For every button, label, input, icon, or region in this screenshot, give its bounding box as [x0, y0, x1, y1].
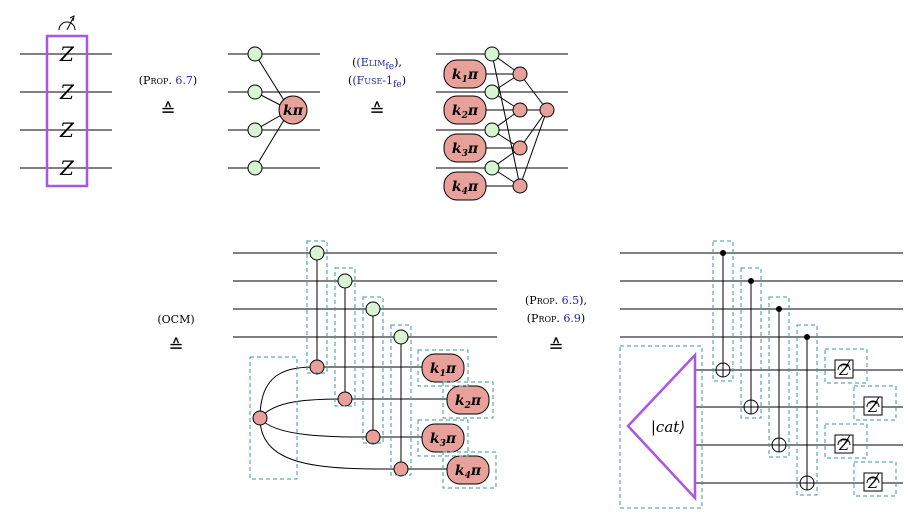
cnot-target: [799, 475, 815, 491]
dashed-box: [390, 324, 412, 476]
phase-box: [443, 95, 487, 125]
dashed-box: [853, 385, 897, 421]
wires: [20, 53, 112, 169]
green-spider: [484, 160, 500, 176]
phase-label: k2π: [455, 393, 482, 411]
svg-text:Z: Z: [838, 363, 849, 379]
dashed-box: [712, 240, 734, 382]
cat-state-label: |cat⟩: [651, 418, 685, 436]
equivalence-4: (Prop. 6.5), (Prop. 6.9) ≙: [525, 294, 587, 357]
panel-split-phases: k1π k2π k3π k4π: [436, 46, 568, 201]
control-dot: [720, 250, 726, 256]
phase-label: k3π: [452, 141, 479, 159]
cnot-target: [715, 362, 731, 378]
reference-label: (OCM): [157, 313, 194, 326]
cnot-target: [771, 437, 787, 453]
red-cat-spider: [252, 410, 268, 426]
control-dot: [776, 306, 782, 312]
z-measurement: Z: [834, 359, 854, 379]
green-spider: [309, 245, 325, 261]
green-spider: [247, 122, 263, 138]
cat-state-triangle: [626, 351, 697, 502]
hat-equals-symbol: ≙: [168, 336, 183, 357]
red-spider: [512, 178, 528, 194]
dashed-box: [824, 423, 868, 459]
svg-text:Z: Z: [867, 476, 878, 492]
reference-label: ((Fuse-1fe): [348, 74, 406, 90]
panel-z-measurements: Z Z Z Z: [20, 15, 112, 188]
phase-label: k4π: [452, 179, 479, 197]
reference-label: (Prop. 6.5),: [525, 294, 587, 307]
z-label: Z: [59, 156, 75, 180]
control-dot: [804, 334, 810, 340]
phase-label: k1π: [452, 67, 479, 85]
dashed-box: [334, 267, 356, 407]
red-spider: [337, 391, 353, 407]
z-measurement: Z: [863, 396, 883, 416]
cnot-target: [743, 399, 759, 415]
phase-box: [443, 171, 487, 201]
red-spider: [393, 461, 409, 477]
equivalence-2: ((Elimfe), ((Fuse-1fe) ≙: [348, 56, 406, 121]
dashed-box: [824, 348, 868, 384]
panel-circuit: |cat⟩ Z Z Z Z: [619, 240, 903, 509]
dashed-box: [306, 240, 328, 374]
green-spider: [247, 160, 263, 176]
green-spider: [393, 329, 409, 345]
phase-label: kπ: [283, 103, 304, 119]
red-spider: [309, 359, 325, 375]
red-spider: [512, 102, 528, 118]
dashed-box: [417, 419, 469, 457]
dashed-box: [442, 451, 497, 489]
red-spider: [512, 140, 528, 156]
phase-label: k2π: [452, 103, 479, 121]
phase-label: k1π: [430, 361, 457, 379]
red-spider: [539, 102, 555, 118]
dashed-box: [362, 296, 384, 444]
green-spider: [484, 84, 500, 100]
control-dot: [748, 278, 754, 284]
z-label: Z: [59, 118, 75, 142]
phase-box: [443, 133, 487, 163]
hat-equals-symbol: ≙: [369, 100, 384, 121]
red-spider: [512, 66, 528, 82]
panel-ocm: k1π k2π k3π k4π: [233, 240, 497, 489]
equivalence-1: (Prop. 6.7) ≙: [139, 74, 197, 121]
meter-icon: [58, 15, 76, 31]
svg-text:Z: Z: [838, 438, 849, 454]
measurement-box: [45, 34, 89, 188]
hat-equals-symbol: ≙: [160, 100, 175, 121]
z-label: Z: [59, 80, 75, 104]
equivalence-3: (OCM) ≙: [157, 313, 194, 357]
dashed-box: [768, 296, 790, 458]
reference-label: (Prop. 6.7): [139, 74, 197, 87]
reference-label: (Prop. 6.9): [527, 312, 585, 325]
reference-label: ((Elimfe),: [352, 56, 402, 72]
green-spider: [484, 122, 500, 138]
phase-label: k3π: [430, 431, 457, 449]
phase-label: k4π: [455, 463, 482, 481]
dashed-box: [417, 349, 469, 387]
phase-box: [443, 59, 487, 89]
dashed-box: [853, 461, 897, 497]
z-measurement: Z: [863, 472, 883, 492]
dashed-box: [249, 356, 298, 480]
dashed-box: [796, 324, 818, 496]
dashed-box: [740, 267, 762, 419]
panel-single-phase: kπ: [228, 46, 320, 176]
svg-text:Z: Z: [867, 400, 878, 416]
green-spider: [484, 46, 500, 62]
z-label: Z: [59, 42, 75, 66]
green-spider: [365, 301, 381, 317]
hat-equals-symbol: ≙: [548, 336, 563, 357]
green-spider: [337, 273, 353, 289]
dashed-box: [442, 381, 494, 419]
z-measurement: Z: [834, 434, 854, 454]
green-spider: [247, 46, 263, 62]
green-spider: [247, 84, 263, 100]
red-spider: [365, 429, 381, 445]
dashed-box: [619, 345, 703, 509]
red-phase-spider: [278, 95, 308, 125]
